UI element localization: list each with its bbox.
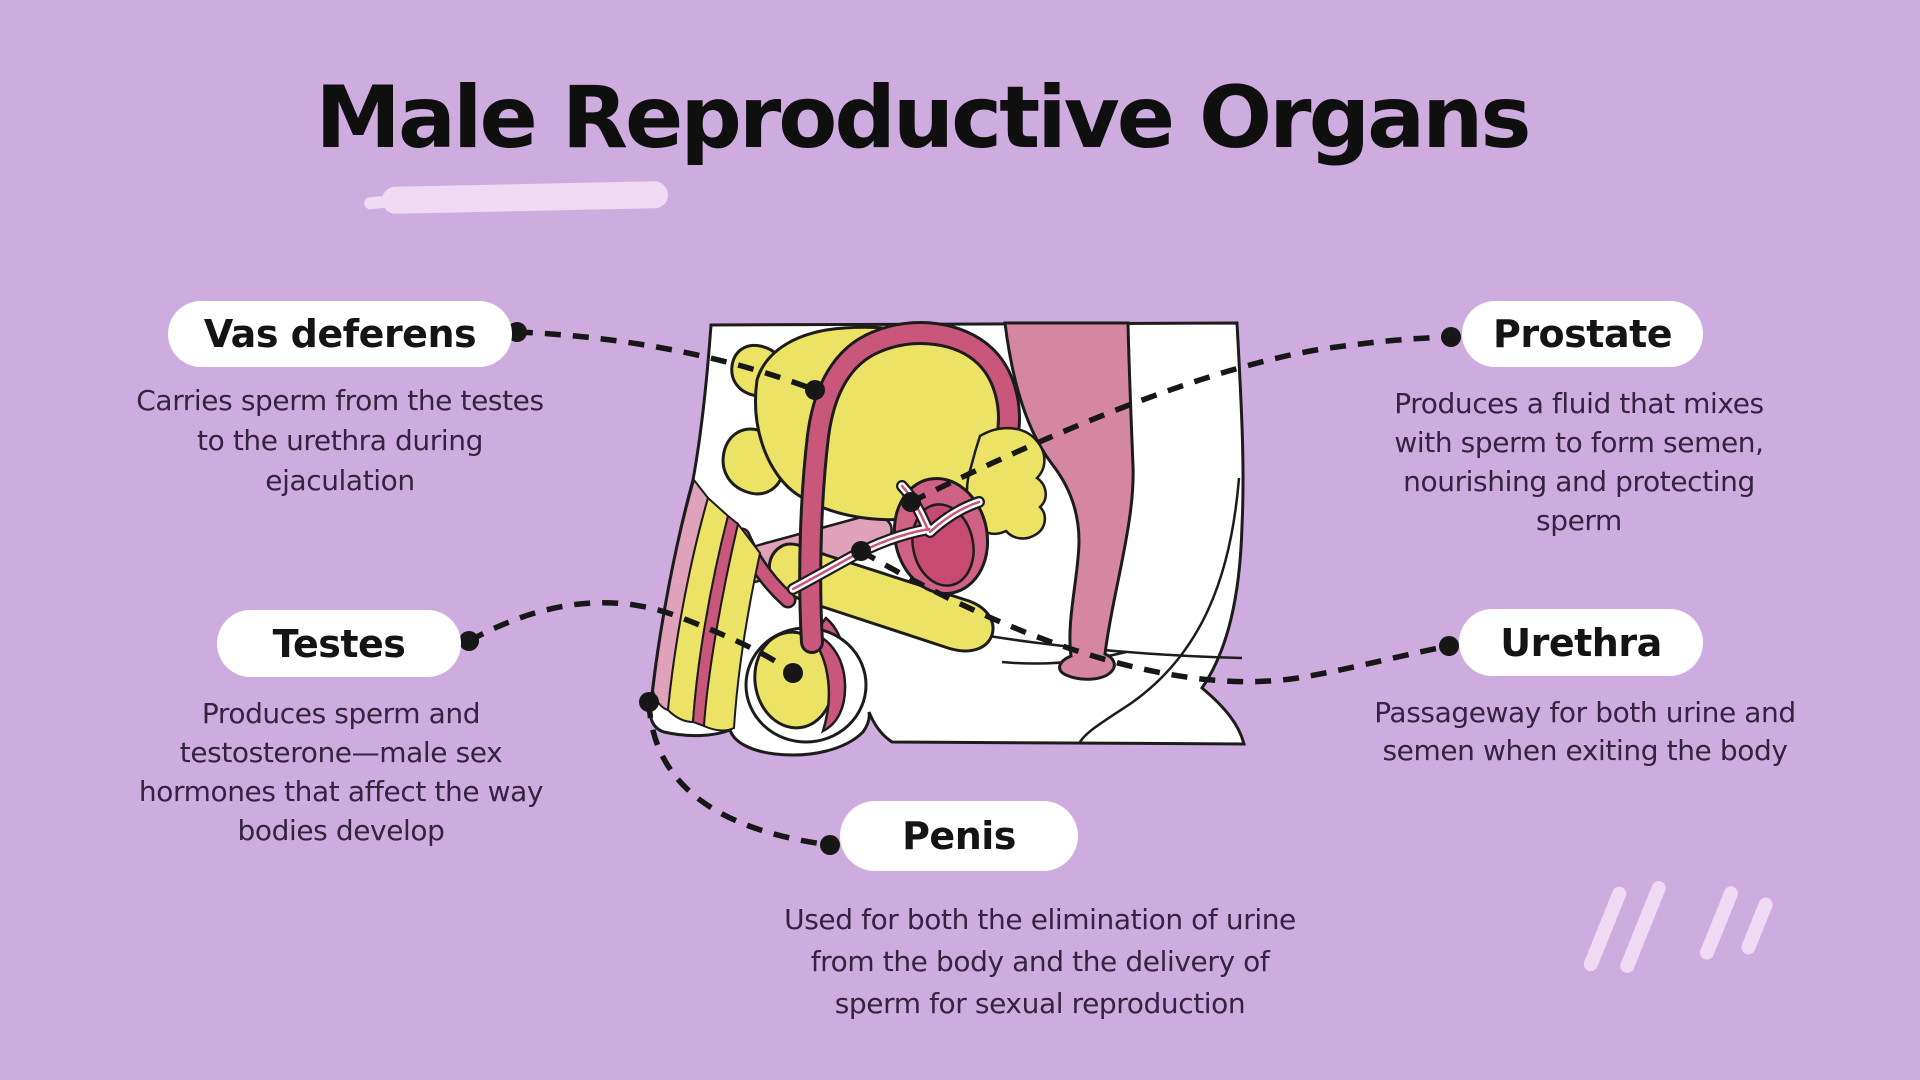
- label-pill-prostate: Prostate: [1462, 301, 1703, 367]
- title-brush-stroke: [381, 181, 669, 214]
- label-testes: Testes: [272, 621, 406, 666]
- label-pill-vas-deferens: Vas deferens: [168, 301, 512, 367]
- deco-brush-stroke: [1739, 895, 1775, 957]
- connector-dot-urethra-label: [1439, 636, 1459, 656]
- label-pill-penis: Penis: [840, 801, 1078, 871]
- male-pelvis-illustration: [648, 321, 1246, 757]
- description-penis: Used for both the elimination of urine f…: [784, 903, 1296, 1020]
- description-prostate: Produces a fluid that mixes with sperm t…: [1394, 387, 1764, 537]
- description-vas-deferens: Carries sperm from the testes to the ure…: [136, 384, 544, 497]
- page-title: Male Reproductive Organs: [315, 68, 1531, 168]
- label-urethra: Urethra: [1500, 620, 1662, 665]
- deco-brush-stroke: [1697, 884, 1741, 962]
- label-vas-deferens: Vas deferens: [203, 312, 477, 356]
- description-testes: Produces sperm and testosterone—male sex…: [138, 697, 544, 847]
- label-pill-urethra: Urethra: [1459, 609, 1703, 676]
- connector-dot-prostate-label: [1441, 327, 1461, 347]
- label-pill-testes: Testes: [217, 610, 461, 677]
- label-penis: Penis: [902, 814, 1016, 858]
- connector-dot-testes-label: [459, 631, 479, 651]
- connector-dot-penis-label: [820, 835, 840, 855]
- description-urethra: Passageway for both urine and semen when…: [1374, 696, 1796, 767]
- label-prostate: Prostate: [1492, 312, 1673, 356]
